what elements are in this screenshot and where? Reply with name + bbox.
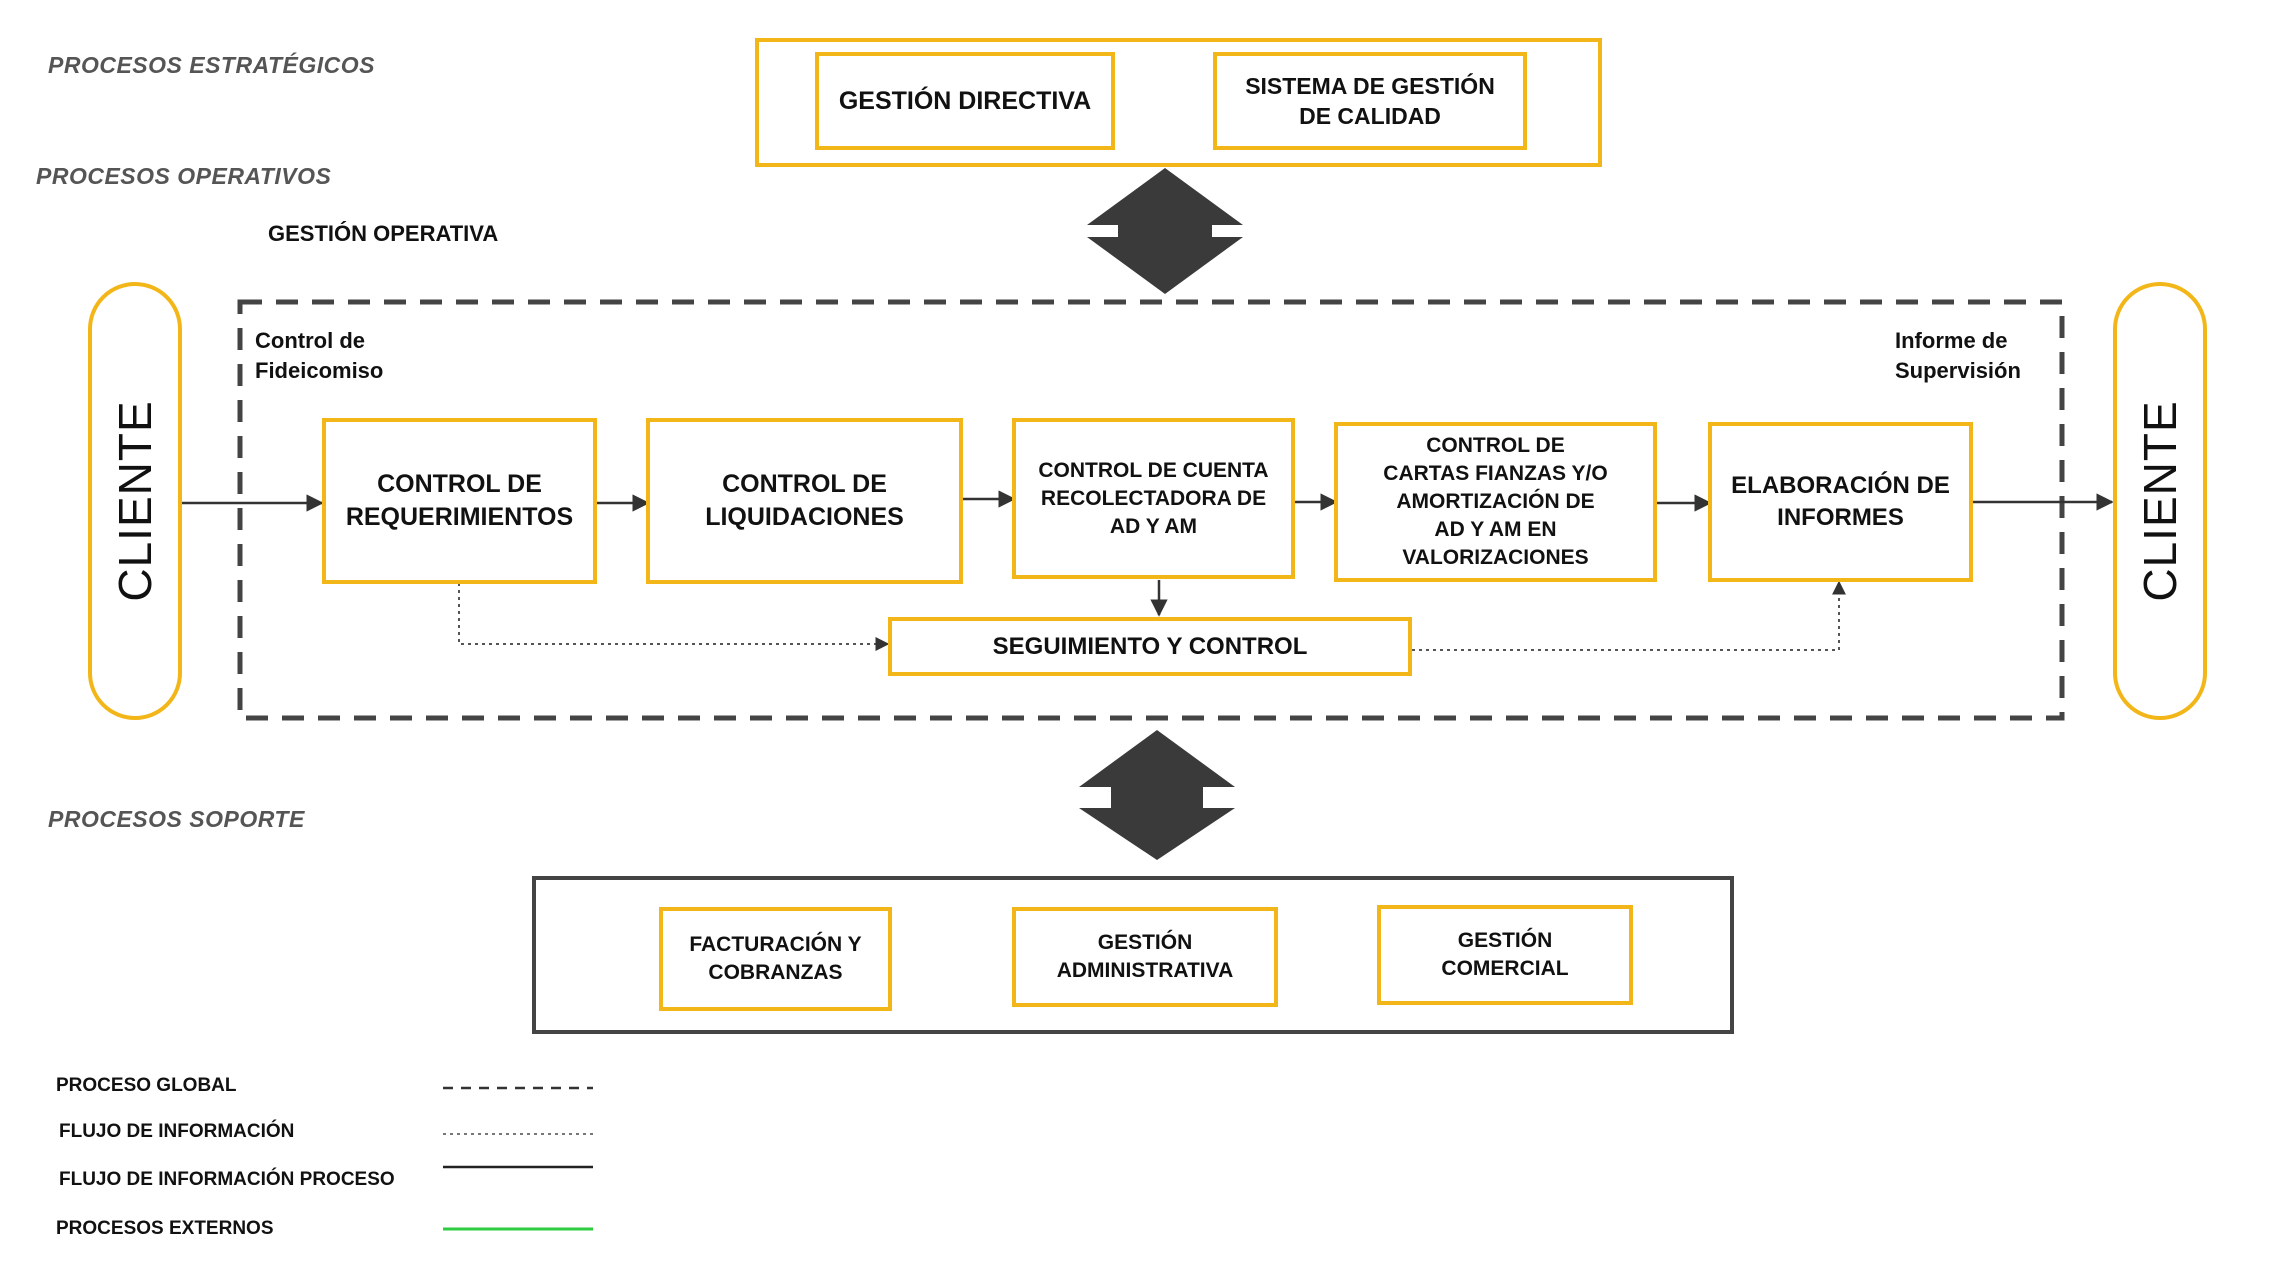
seguimiento-control-box: SEGUIMIENTO Y CONTROL [888,617,1412,676]
control-fideicomiso-label: Control de Fideicomiso [255,328,384,383]
seguimiento-control-label: SEGUIMIENTO Y CONTROL [992,632,1308,660]
cliente-right: CLIENTE [2113,282,2207,720]
control-cuenta-box: CONTROL DE CUENTA RECOLECTADORA DE AD Y … [1012,418,1295,579]
control-requerimientos-box: CONTROL DE REQUERIMIENTOS [322,418,597,584]
section-label-strategic: PROCESOS ESTRATÉGICOS [48,52,376,78]
control-requerimientos-label: CONTROL DE REQUERIMIENTOS [345,470,574,531]
informe-supervision-label: Informe de Supervisión [1895,328,2021,383]
cliente-left-label: CLIENTE [109,400,161,602]
section-label-operative: PROCESOS OPERATIVOS [36,163,332,189]
gestion-administrativa-box: GESTIÓN ADMINISTRATIVA [1012,907,1278,1007]
control-liquidaciones-label: CONTROL DE LIQUIDACIONES [705,470,904,531]
sistema-calidad-label: SISTEMA DE GESTIÓN DE CALIDAD [1245,73,1495,129]
strategic-processes-frame [755,38,1602,167]
info-flow-requerimientos-seguimiento [458,583,890,651]
control-liquidaciones-box: CONTROL DE LIQUIDACIONES [646,418,963,584]
cliente-left: CLIENTE [88,282,182,720]
control-cartas-box: CONTROL DE CARTAS FIANZAS Y/O AMORTIZACI… [1334,422,1657,582]
sistema-calidad-box: SISTEMA DE GESTIÓN DE CALIDAD [1213,52,1527,150]
cliente-right-label: CLIENTE [2134,400,2186,602]
facturacion-box: FACTURACIÓN Y COBRANZAS [659,907,892,1011]
control-cuenta-label: CONTROL DE CUENTA RECOLECTADORA DE AD Y … [1038,458,1269,538]
elaboracion-informes-label: ELABORACIÓN DE INFORMES [1731,472,1950,531]
elaboracion-informes-box: ELABORACIÓN DE INFORMES [1708,422,1973,582]
legend-label-proceso-global: PROCESO GLOBAL [56,1075,237,1096]
gestion-comercial-label: GESTIÓN COMERCIAL [1441,929,1569,980]
double-arrow-bottom [1079,730,1235,860]
gestion-directiva-box: GESTIÓN DIRECTIVA [815,52,1115,150]
global-process-frame [237,299,2065,721]
gestion-operativa-title: GESTIÓN OPERATIVA [268,221,499,246]
legend-label-procesos-externos: PROCESOS EXTERNOS [56,1218,274,1239]
gestion-directiva-label: GESTIÓN DIRECTIVA [838,86,1092,115]
control-cartas-label: CONTROL DE CARTAS FIANZAS Y/O AMORTIZACI… [1383,434,1608,569]
facturacion-label: FACTURACIÓN Y COBRANZAS [689,933,862,984]
gestion-administrativa-label: GESTIÓN ADMINISTRATIVA [1056,931,1234,982]
info-flow-seguimiento-informes [1412,580,1846,651]
legend-label-flujo-informacion: FLUJO DE INFORMACIÓN [59,1121,295,1142]
section-label-support: PROCESOS SOPORTE [48,806,305,832]
support-processes-frame [532,876,1734,1034]
double-arrow-top [1087,168,1243,294]
legend-label-flujo-proceso: FLUJO DE INFORMACIÓN PROCESO [59,1169,395,1190]
gestion-comercial-box: GESTIÓN COMERCIAL [1377,905,1633,1005]
